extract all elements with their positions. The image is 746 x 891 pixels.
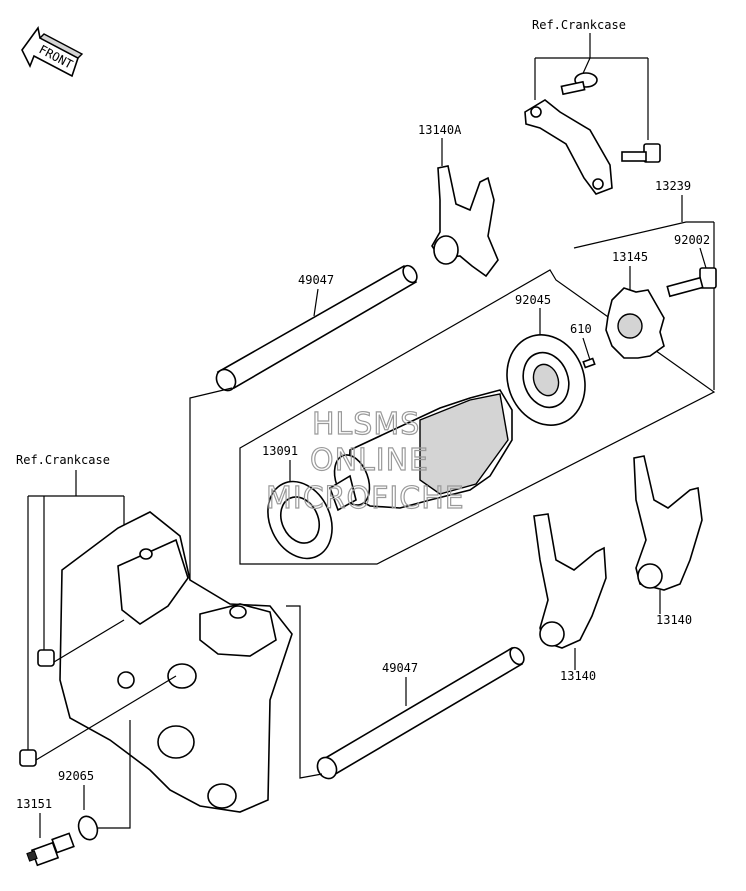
pin-610 xyxy=(582,357,596,369)
label-13151: 13151 xyxy=(16,797,52,811)
leader-dowel-lower xyxy=(35,675,177,761)
leader-610 xyxy=(582,337,591,361)
leader-49047-bottom-to-case xyxy=(286,605,323,779)
leader-49047-top xyxy=(313,288,319,317)
label-13145: 13145 xyxy=(612,250,648,264)
neutral-switch-13151 xyxy=(26,832,75,867)
shift-drum xyxy=(329,389,513,512)
crankcase xyxy=(59,511,293,813)
leader-92002 xyxy=(699,247,707,269)
watermark-line3: MICROFICHE xyxy=(266,481,465,516)
shift-drum-cam-13145 xyxy=(605,287,665,359)
leader-49047-top-to-case xyxy=(189,387,233,580)
bearing-13091 xyxy=(267,480,333,560)
bracket-plate xyxy=(524,99,613,195)
leader-dowel-upper xyxy=(53,619,125,663)
label-13140-mid: 13140 xyxy=(560,669,596,683)
label-92065: 92065 xyxy=(58,769,94,783)
dowel-pin-upper xyxy=(37,649,55,667)
label-ref-crankcase-top: Ref.Crankcase xyxy=(532,18,626,32)
shift-fork-13140-mid xyxy=(533,513,607,649)
leader-92065-to-case xyxy=(98,720,131,829)
bolt-top-right xyxy=(621,143,661,163)
label-13140a: 13140A xyxy=(418,123,462,137)
watermark-line1: HLSMS xyxy=(312,407,420,442)
leader-ref-crankcase-left xyxy=(27,470,125,750)
label-ref-crankcase-left: Ref.Crankcase xyxy=(16,453,110,467)
washer-92065 xyxy=(77,815,99,841)
bolt-top-left xyxy=(560,72,598,96)
shaft-49047-top xyxy=(215,264,418,392)
shift-fork-13140-right xyxy=(633,455,703,591)
assembly-frame xyxy=(239,269,716,565)
front-arrow-icon: FRONT xyxy=(21,26,84,78)
bolt-92002 xyxy=(666,267,717,298)
label-610: 610 xyxy=(570,322,592,336)
label-13239: 13239 xyxy=(655,179,691,193)
bearing-92045 xyxy=(506,334,586,426)
shift-fork-13140a xyxy=(431,165,499,278)
label-13091: 13091 xyxy=(262,444,298,458)
label-49047-top: 49047 xyxy=(298,273,334,287)
shaft-49047-bottom xyxy=(316,646,525,780)
label-49047-bottom: 49047 xyxy=(382,661,418,675)
label-92002: 92002 xyxy=(674,233,710,247)
leader-13239 xyxy=(573,195,715,390)
dowel-pin-lower xyxy=(19,749,37,767)
watermark: HLSMS ONLINE MICROFICHE xyxy=(265,406,465,516)
label-92045: 92045 xyxy=(515,293,551,307)
label-13140-right: 13140 xyxy=(656,613,692,627)
watermark-line2: ONLINE xyxy=(310,443,429,478)
